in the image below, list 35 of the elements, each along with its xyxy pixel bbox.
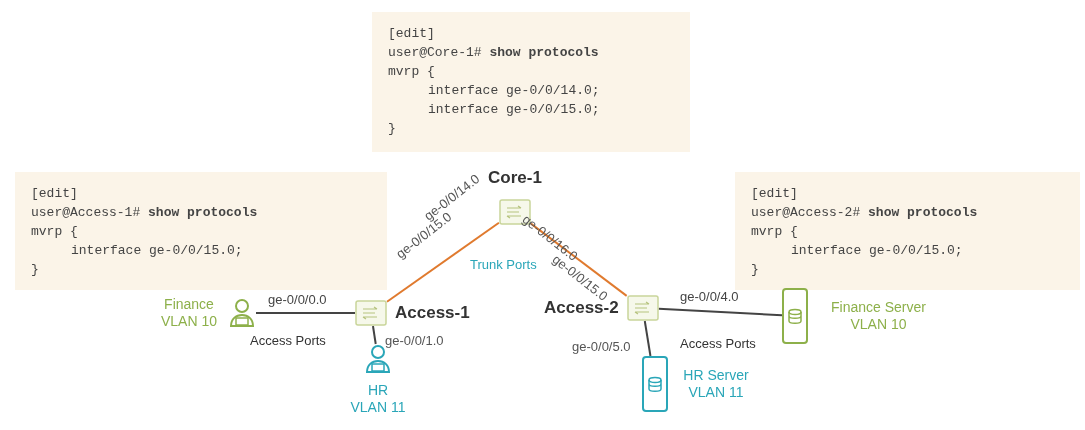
code-line: user@Access-1# show protocols bbox=[31, 204, 258, 222]
connection-line bbox=[372, 325, 377, 345]
code-line: interface ge-0/0/15.0; bbox=[428, 101, 600, 119]
code-line: mvrp { bbox=[388, 63, 435, 81]
code-line: [edit] bbox=[31, 185, 78, 203]
code-line: user@Access-2# show protocols bbox=[751, 204, 978, 222]
port-label: ge-0/0/4.0 bbox=[680, 288, 739, 306]
host-label: HR Server VLAN 11 bbox=[682, 367, 750, 401]
device-name: Core-1 bbox=[488, 167, 542, 189]
code-line: } bbox=[31, 261, 39, 279]
connection-line bbox=[643, 320, 652, 357]
connection-line bbox=[255, 312, 356, 314]
code-line: } bbox=[388, 120, 396, 138]
code-line: interface ge-0/0/15.0; bbox=[71, 242, 243, 260]
code-line: mvrp { bbox=[31, 223, 78, 241]
code-line: } bbox=[751, 261, 759, 279]
code-line: [edit] bbox=[388, 25, 435, 43]
connection-line bbox=[657, 307, 783, 317]
port-label: Trunk Ports bbox=[470, 257, 537, 274]
code-line: [edit] bbox=[751, 185, 798, 203]
port-label: Access Ports bbox=[250, 332, 326, 350]
port-label: Access Ports bbox=[680, 335, 756, 353]
connection-line bbox=[386, 221, 500, 303]
code-line: interface ge-0/0/14.0; bbox=[428, 82, 600, 100]
host-label: HR VLAN 11 bbox=[350, 382, 406, 416]
port-label: ge-0/0/1.0 bbox=[385, 332, 444, 350]
cli-output-panel bbox=[735, 172, 1080, 290]
port-label: ge-0/0/0.0 bbox=[268, 291, 327, 309]
code-line: user@Core-1# show protocols bbox=[388, 44, 599, 62]
host-label: Finance Server VLAN 10 bbox=[830, 299, 927, 333]
port-label: ge-0/0/5.0 bbox=[572, 338, 631, 356]
host-label: Finance VLAN 10 bbox=[159, 296, 218, 330]
code-line: interface ge-0/0/15.0; bbox=[791, 242, 963, 260]
code-line: mvrp { bbox=[751, 223, 798, 241]
device-name: Access-1 bbox=[395, 302, 470, 325]
